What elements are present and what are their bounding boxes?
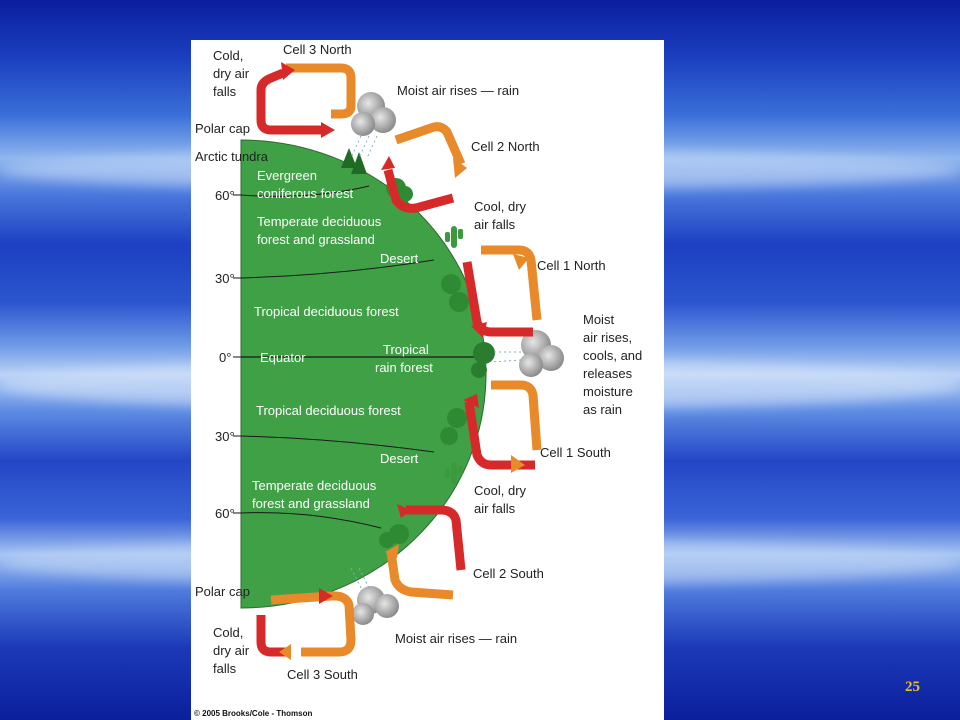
cell-3-north-label: Cell 3 North [283,42,352,57]
atmospheric-circulation-diagram: Cold, dry air falls Cell 3 North Moist a… [194,42,646,718]
cell-1-south-label: Cell 1 South [540,445,611,460]
rain-icon [350,135,522,589]
cell-3-south-label: Cell 3 South [287,667,358,682]
moist-air-rises-rain-south-label: Moist air rises — rain [395,631,517,646]
cell-3-north-arrows [256,62,356,138]
lat-60s-label: 60° [215,506,235,521]
latitude-line-60s [240,512,382,529]
equator-label: Equator [260,350,306,365]
arctic-tundra-label: Arctic tundra [195,149,269,164]
polar-cap-south-label: Polar cap [195,584,250,599]
cell-1-north-arrows [462,245,542,338]
cell-1-south-arrows [463,380,542,473]
latitude-line-60n [240,185,370,197]
lat-30n-label: 30° [215,271,235,286]
desert-north-label: Desert [380,251,419,266]
cell-3-south-arrows [256,588,356,660]
cool-dry-air-falls-south-label: Cool, dry air falls [474,483,530,516]
earth-hemisphere [240,139,487,609]
cell-2-south-arrows [385,504,466,600]
latitude-line-30s [240,435,435,453]
cell-2-north-arrows [381,122,467,213]
copyright-label: © 2005 Brooks/Cole - Thomson [194,709,312,718]
cool-dry-air-falls-north-label: Cool, dry air falls [474,199,530,232]
evergreen-forest-label: Evergreen coniferous forest [257,168,353,201]
cell-1-north-label: Cell 1 North [537,258,606,273]
page-number: 25 [905,679,920,695]
cell-2-north-label: Cell 2 North [471,139,540,154]
cell-2-south-label: Cell 2 South [473,566,544,581]
temperate-south-label: Temperate deciduous forest and grassland [252,478,380,511]
cold-dry-air-falls-north-label: Cold, dry air falls [213,48,253,99]
tropical-deciduous-south-label: Tropical deciduous forest [256,403,401,418]
tropical-deciduous-north-label: Tropical deciduous forest [254,304,399,319]
lat-30s-label: 30° [215,429,235,444]
cactus-icon [445,226,463,484]
latitude-line-30n [240,259,435,279]
lat-60n-label: 60° [215,188,235,203]
polar-cap-north-label: Polar cap [195,121,250,136]
diagram-panel: Cold, dry air falls Cell 3 North Moist a… [191,40,664,720]
moist-air-equator-label: Moist air rises, cools, and releases moi… [583,312,646,417]
desert-south-label: Desert [380,451,419,466]
lat-0-label: 0° [219,350,231,365]
tropical-rain-forest-label: Tropical rain forest [375,342,433,375]
moist-air-rises-rain-north-label: Moist air rises — rain [397,83,519,98]
cloud-icon [351,92,564,625]
cold-dry-air-falls-south-label: Cold, dry air falls [213,625,253,676]
temperate-north-label: Temperate deciduous forest and grassland [257,214,385,247]
